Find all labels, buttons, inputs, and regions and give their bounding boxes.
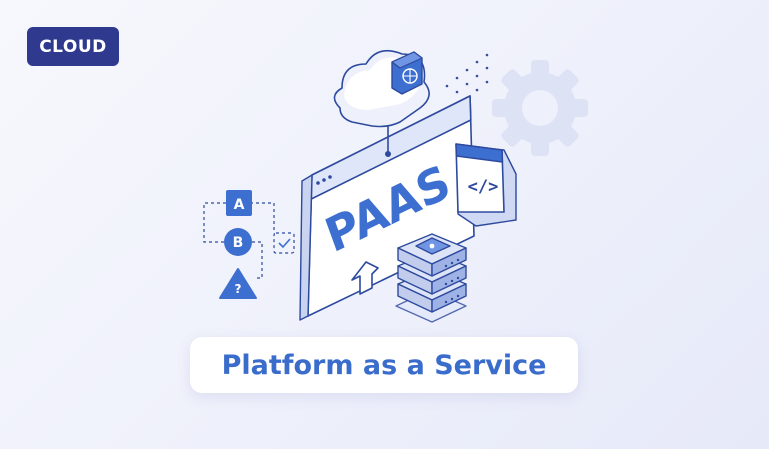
- node-question-label: ?: [235, 282, 242, 296]
- node-b-circle: [224, 228, 252, 256]
- cloud-badge: CLOUD: [27, 27, 119, 66]
- flow-connectors: [203, 202, 295, 279]
- upload-arrow-icon: [351, 261, 379, 295]
- node-a-label: A: [234, 197, 245, 213]
- dots-decoration: [445, 53, 489, 100]
- globe-icon: [391, 51, 423, 95]
- node-b-label: B: [233, 235, 244, 251]
- server-lights: [444, 258, 460, 304]
- caption-title: Platform as a Service: [190, 337, 578, 393]
- code-label: </>: [468, 177, 499, 197]
- connector-dot: [385, 151, 391, 157]
- node-a-box: [226, 190, 252, 216]
- node-question-triangle: [219, 268, 257, 299]
- check-icon: [278, 238, 291, 249]
- code-window: </>: [455, 143, 517, 227]
- paas-window: PAAS: [299, 95, 475, 321]
- server-stack-icon: [395, 233, 467, 323]
- window-dots-icon: [316, 175, 332, 185]
- gear-icon: [492, 60, 588, 156]
